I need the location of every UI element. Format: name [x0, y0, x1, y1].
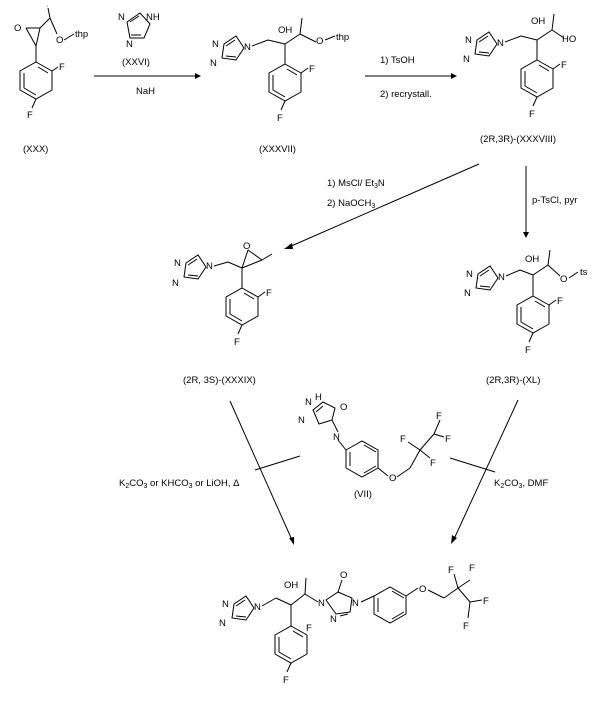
compound-label-vii: (VII): [354, 489, 372, 500]
atom-n: N: [305, 397, 312, 408]
atom-n: N: [219, 618, 226, 629]
reagent-k2co3-dmf: K2CO3, DMF: [494, 478, 548, 490]
atom-n: N: [333, 432, 340, 443]
compound-product: N N N OH N O N N O F F F F: [219, 563, 489, 686]
svg-text:·: ·: [46, 3, 48, 10]
atom-thp: thp: [336, 32, 349, 43]
atom-f: F: [463, 621, 469, 632]
atom-o: O: [243, 241, 250, 252]
reagent-recryst: 2) recrystall.: [380, 89, 432, 100]
atom-n: N: [172, 278, 179, 289]
atom-oh: OH: [525, 254, 539, 265]
compound-label-xxxvii: (XXXVII): [259, 144, 296, 155]
atom-n: N: [464, 288, 471, 299]
compound-label-xxxviii: (2R,3R)-(XXXVIII): [480, 134, 556, 145]
atom-n: N: [466, 269, 473, 280]
atom-f: F: [483, 596, 489, 607]
atom-n: N: [352, 598, 359, 609]
arrow-3: [288, 163, 480, 248]
atom-o: O: [389, 473, 396, 484]
atom-h: H: [315, 392, 322, 403]
atom-f: F: [430, 458, 436, 469]
atom-o: O: [419, 584, 426, 595]
atom-f: F: [445, 434, 451, 445]
atom-nh: NH: [146, 12, 160, 23]
atom-f: F: [266, 288, 272, 299]
arrow-5: [229, 400, 293, 541]
arrow-6-mark: [449, 457, 496, 473]
reagent-mscl: 1) MsCl/ Et3N: [327, 178, 385, 190]
atom-n: N: [465, 35, 472, 46]
atom-f: F: [27, 110, 33, 121]
atom-ho: HO: [562, 34, 576, 45]
atom-f: F: [400, 434, 406, 445]
reagent-nah: NaH: [136, 86, 155, 97]
atom-n: N: [222, 599, 229, 610]
atom-f: F: [283, 675, 289, 686]
atom-n: N: [210, 58, 217, 69]
compound-xxvi: N NH N (XXVI): [118, 12, 160, 68]
compound-xl: N N N OH O ts F F (2R,3R)-(XL): [464, 249, 588, 386]
atom-n: N: [254, 602, 261, 613]
atom-f: F: [448, 565, 454, 576]
atom-o: O: [56, 35, 63, 46]
atom-f: F: [309, 64, 315, 75]
compound-xxxix: N N N O F F (2R, 3S)-(XXXIX): [172, 241, 273, 386]
atom-n: N: [497, 38, 504, 49]
atom-f: F: [436, 411, 442, 422]
atom-f: F: [529, 109, 535, 120]
reagent-naoch: 2) NaOCH3: [327, 198, 375, 210]
compound-label-xl: (2R,3R)-(XL): [486, 375, 540, 386]
arrow-5-mark: [254, 455, 301, 471]
atom-n: N: [212, 39, 219, 50]
compound-xxxvii: N N N OH O thp F F (XXXVII): [210, 17, 349, 155]
atom-oh: OH: [531, 16, 545, 27]
atom-n: N: [330, 614, 337, 625]
atom-f: F: [469, 563, 475, 574]
atom-f: F: [525, 345, 531, 356]
compound-vii: N H N O N O F F F F (VII): [298, 392, 451, 500]
compound-label-xxxix: (2R, 3S)-(XXXIX): [183, 375, 256, 386]
atom-f: F: [59, 62, 65, 73]
reagent-ptscl: p-TsCl, pyr: [532, 195, 577, 206]
atom-n: N: [298, 415, 305, 426]
atom-f: F: [306, 623, 312, 634]
atom-o: O: [340, 570, 347, 581]
atom-n: N: [206, 261, 213, 272]
atom-n: N: [318, 598, 325, 609]
atom-o: O: [316, 36, 323, 47]
atom-f: F: [557, 296, 563, 307]
reagent-tsoh: 1) TsOH: [380, 55, 415, 66]
atom-n: N: [118, 12, 125, 23]
atom-n: N: [463, 54, 470, 65]
compound-label-xxx: (XXX): [23, 144, 48, 155]
atom-n: N: [126, 39, 133, 50]
atom-n: N: [244, 42, 251, 53]
atom-thp: thp: [75, 29, 88, 40]
compound-xxx: O · O thp F F (XXX): [14, 3, 88, 155]
atom-o: O: [560, 274, 567, 285]
reagent-k2co3-main: K2CO3 or KHCO3 or LiOH, Δ: [119, 478, 240, 490]
reagent-triazole: (XXVI): [122, 57, 150, 68]
atom-oh: OH: [278, 25, 292, 36]
compound-xxxviii: N N N OH HO F F (2R,3R)-(XXXVIII): [463, 13, 576, 145]
atom-n: N: [498, 272, 505, 283]
atom-oh: OH: [284, 580, 298, 591]
atom-o: O: [340, 402, 347, 413]
atom-ts: ts: [580, 267, 588, 278]
atom-n: N: [174, 258, 181, 269]
atom-f: F: [234, 337, 240, 348]
atom-o: O: [14, 23, 21, 34]
atom-f: F: [277, 113, 283, 124]
atom-f: F: [561, 60, 567, 71]
